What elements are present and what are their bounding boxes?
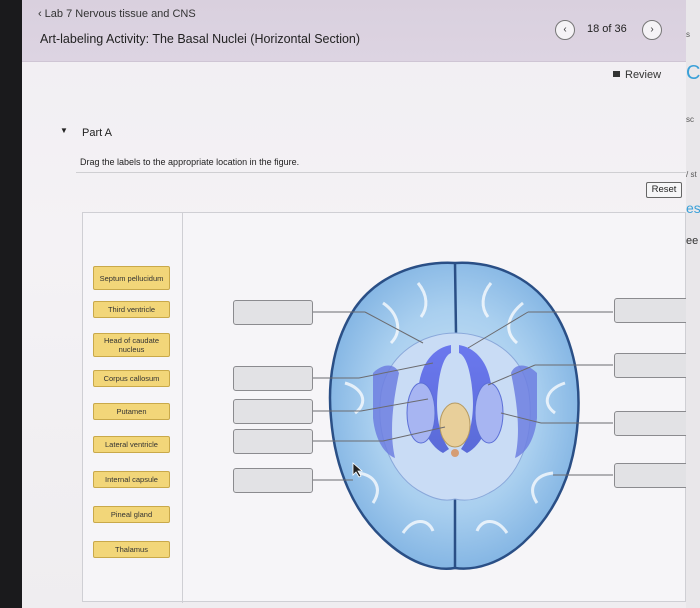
reset-button[interactable]: Reset [646,182,682,198]
drop-target-2[interactable] [233,366,313,391]
browser-screen: ‹Lab 7 Nervous tissue and CNS Art-labeli… [22,0,686,608]
drag-label-head-of-caudate-nucleus[interactable]: Head of caudate nucleus [93,333,170,357]
drop-target-6[interactable] [614,298,686,323]
figure-area: Septum pellucidum Third ventricle Head o… [82,212,686,603]
drag-label-third-ventricle[interactable]: Third ventricle [93,301,170,318]
divider [76,172,686,173]
side-fragment: sc [686,115,694,124]
gyri-pattern [344,282,566,534]
drop-target-8[interactable] [614,411,686,436]
chevron-left-icon: ‹ [563,24,567,35]
drop-target-1[interactable] [233,300,313,325]
activity-header: ‹Lab 7 Nervous tissue and CNS Art-labeli… [22,0,686,62]
adjacent-window-edge [686,0,700,608]
part-title[interactable]: Part A [82,127,112,139]
drop-target-7[interactable] [614,353,686,378]
drag-label-pineal-gland[interactable]: Pineal gland [93,506,170,523]
pineal-gland [451,449,459,457]
drop-target-4[interactable] [233,429,313,454]
review-label: Review [625,69,662,81]
chevron-right-icon: › [650,24,654,35]
review-icon [613,71,620,77]
side-fragment: ee [686,235,699,247]
leader-lines [313,311,613,481]
page-count: 18 of 36 [587,23,627,35]
instruction-text: Drag the labels to the appropriate locat… [80,157,300,167]
label-bank: Septum pellucidum Third ventricle Head o… [83,213,183,603]
drop-target-5[interactable] [233,468,313,493]
drag-label-putamen[interactable]: Putamen [93,403,170,420]
side-fragment: es [686,200,700,216]
drop-target-3[interactable] [233,399,313,424]
drag-label-thalamus[interactable]: Thalamus [93,541,170,558]
side-fragment: s [686,30,690,39]
insula-left [373,365,399,458]
insula-right [511,365,537,458]
brain-illustration [313,261,613,570]
breadcrumb[interactable]: ‹Lab 7 Nervous tissue and CNS [38,8,196,20]
caret-down-icon[interactable]: ▼ [60,126,68,135]
putamen-left [406,382,436,444]
side-fragment: / st [686,170,697,179]
thalamus [439,402,471,448]
putamen-right [474,382,504,444]
mouse-cursor-icon [352,462,364,478]
drop-target-9[interactable] [614,463,686,488]
drag-label-lateral-ventricle[interactable]: Lateral ventricle [93,436,170,453]
drag-label-internal-capsule[interactable]: Internal capsule [93,471,170,488]
review-link[interactable]: Review [613,69,661,81]
activity-title: Art-labeling Activity: The Basal Nuclei … [40,32,361,46]
previous-page-button[interactable]: ‹ [555,20,575,40]
breadcrumb-label: Lab 7 Nervous tissue and CNS [44,8,196,20]
drag-label-corpus-callosum[interactable]: Corpus callosum [93,370,170,387]
side-fragment: C [686,62,700,84]
chevron-left-icon: ‹ [38,8,42,20]
next-page-button[interactable]: › [642,20,662,40]
drag-label-septum-pellucidum[interactable]: Septum pellucidum [93,266,170,290]
